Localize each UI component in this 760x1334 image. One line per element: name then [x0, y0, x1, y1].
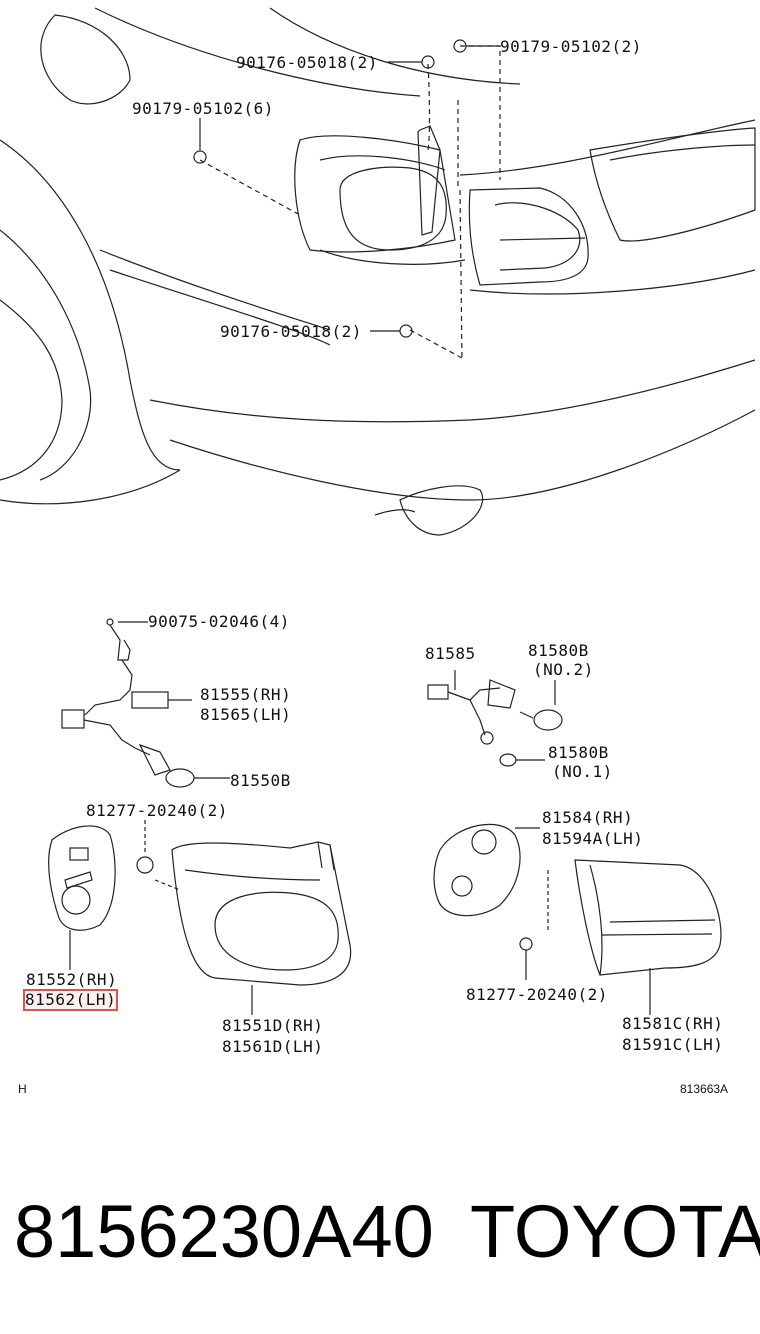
part-label-81277-20240-right: 81277-20240(2) — [466, 985, 608, 1004]
bulb-socket-right-drawing — [427, 670, 563, 767]
part-label-81585: 81585 — [425, 644, 476, 663]
gasket-left-drawing — [48, 820, 154, 970]
vehicle-rear-outline — [0, 7, 756, 536]
part-label-no2: (NO.2) — [533, 660, 594, 679]
leader-lines-upper — [199, 45, 501, 361]
part-label-90176-05018-bottom: 90176-05018(2) — [220, 322, 362, 341]
part-number-title: 8156230A40 — [14, 1190, 434, 1273]
tail-lamp-left-drawing — [154, 841, 352, 1015]
part-label-81584-rh: 81584(RH) — [542, 808, 634, 827]
part-label-81580b-no1: 81580B — [548, 743, 609, 762]
part-label-81550b: 81550B — [230, 771, 291, 790]
part-label-90176-05018-top: 90176-05018(2) — [236, 53, 378, 72]
part-label-81565-lh: 81565(LH) — [200, 705, 292, 724]
part-label-81562-lh-highlighted[interactable]: 81562(LH) — [22, 989, 119, 1011]
brand-name: TOYOTA — [470, 1190, 760, 1273]
part-label-81561d-lh: 81561D(LH) — [222, 1037, 324, 1056]
part-label-81594a-lh: 81594A(LH) — [542, 829, 644, 848]
part-label-81581c-rh: 81581C(RH) — [622, 1014, 724, 1033]
socket-and-wire-drawing — [61, 618, 230, 788]
part-label-81591c-lh: 81591C(LH) — [622, 1035, 724, 1054]
part-label-81551d-rh: 81551D(RH) — [222, 1016, 324, 1035]
part-label-81580b-no2: 81580B — [528, 641, 589, 660]
tail-lamp-right-drawing — [574, 859, 722, 1015]
part-label-no1: (NO.1) — [552, 762, 613, 781]
part-label-81555-rh: 81555(RH) — [200, 685, 292, 704]
part-label-81552-rh: 81552(RH) — [26, 970, 118, 989]
gasket-right-drawing — [433, 823, 549, 980]
part-label-90179-05102-left: 90179-05102(6) — [132, 99, 274, 118]
label-leaders-upper — [199, 45, 500, 332]
part-label-90179-05102-top: 90179-05102(2) — [500, 37, 642, 56]
part-label-81277-20240-left: 81277-20240(2) — [86, 801, 228, 820]
diagram-reference-id: 813663A — [680, 1082, 729, 1096]
part-label-90075-02046: 90075-02046(4) — [148, 612, 290, 631]
diagram-corner-code-left: H — [18, 1082, 27, 1096]
